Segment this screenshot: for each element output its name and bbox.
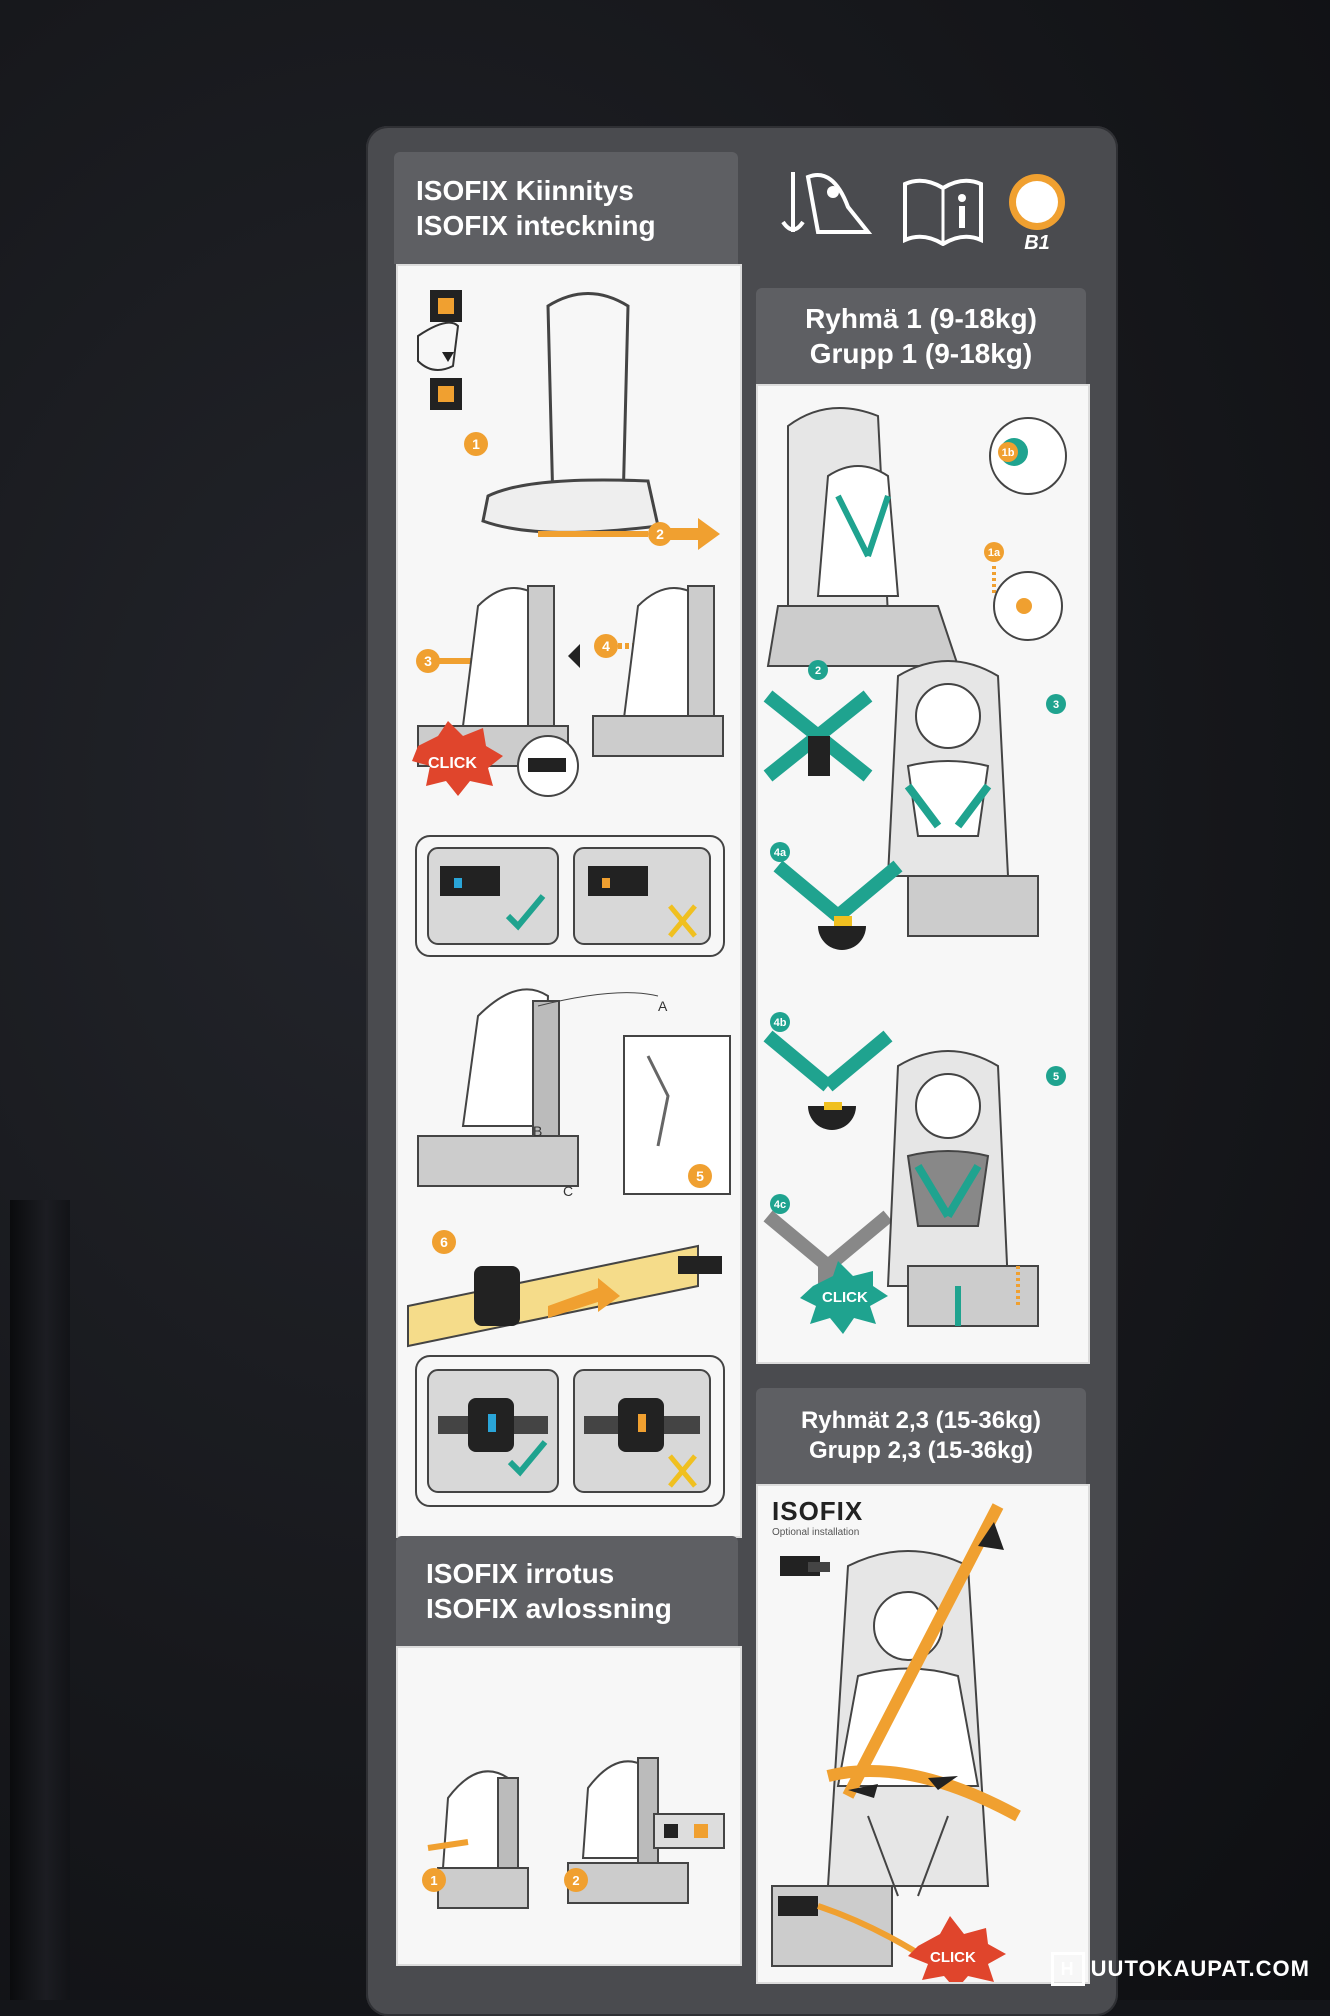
group1-title-fi: Ryhmä 1 (9-18kg) [805, 301, 1037, 336]
step-3-badge-text: 3 [1053, 699, 1059, 711]
anchor-seat-icon [778, 162, 878, 248]
seat-fold-shadow [10, 1200, 70, 2000]
watermark: H UUTOKAUPAT.COM [1051, 1952, 1310, 1986]
instruction-label: ISOFIX Kiinnitys ISOFIX inteckning [366, 126, 1118, 2016]
watermark-logo: H [1051, 1952, 1085, 1986]
group-badge-icon: B1 [1006, 174, 1068, 255]
group1-click-text: CLICK [822, 1289, 868, 1306]
release-title-sv: ISOFIX avlossning [426, 1591, 738, 1626]
isofix-attach-panel: CLICK A B C [396, 264, 742, 1538]
release-step-2-badge-text: 2 [572, 1873, 579, 1888]
step-2-badge-text: 2 [815, 665, 821, 677]
attach-illustrations: CLICK A B C [398, 266, 740, 1536]
group-badge-label: B1 [1006, 232, 1068, 255]
step-4-badge-text: 4 [602, 638, 610, 654]
group23-panel: ISOFIX Optional installation CLICK [756, 1484, 1090, 1984]
watermark-text: UUTOKAUPAT.COM [1091, 1956, 1310, 1982]
step-2-badge-text: 2 [656, 526, 664, 542]
group23-title-sv: Grupp 2,3 (15-36kg) [809, 1436, 1033, 1466]
attach-title-sv: ISOFIX inteckning [416, 208, 738, 243]
release-title-fi: ISOFIX irrotus [426, 1556, 738, 1591]
step-5-badge-text: 5 [1053, 1071, 1059, 1083]
step-4c-badge-text: 4c [774, 1199, 786, 1211]
isofix-attach-header: ISOFIX Kiinnitys ISOFIX inteckning [394, 152, 738, 264]
manual-info-icon [901, 176, 985, 246]
group1-illustrations: CLICK 1a 1b 2 3 4a 4b 4c 5 [758, 386, 1088, 1362]
step-4a-badge-text: 4a [774, 847, 787, 859]
group1-header: Ryhmä 1 (9-18kg) Grupp 1 (9-18kg) [756, 288, 1086, 384]
group23-title-fi: Ryhmät 2,3 (15-36kg) [801, 1406, 1041, 1436]
step-4b-badge-text: 4b [774, 1017, 787, 1029]
attach-click-text: CLICK [428, 755, 477, 772]
step-1-badge-text: 1 [472, 436, 480, 452]
group23-click-text: CLICK [930, 1949, 976, 1966]
release-step-1-badge-text: 1 [430, 1873, 437, 1888]
group23-header: Ryhmät 2,3 (15-36kg) Grupp 2,3 (15-36kg) [756, 1388, 1086, 1484]
attach-title-fi: ISOFIX Kiinnitys [416, 173, 738, 208]
step-3-badge-text: 3 [424, 653, 432, 669]
step-5-badge-text: 5 [696, 1168, 704, 1184]
anchor-a-label: A [658, 998, 668, 1014]
anchor-b-label: B [533, 1123, 542, 1139]
group1-title-sv: Grupp 1 (9-18kg) [810, 336, 1032, 371]
step-6-badge-text: 6 [440, 1234, 448, 1250]
group23-illustrations: CLICK [758, 1486, 1088, 1982]
group1-panel: CLICK 1a 1b 2 3 4a 4b 4c 5 [756, 384, 1090, 1364]
step-1a-badge-text: 1a [988, 547, 1001, 559]
isofix-release-header: ISOFIX irrotus ISOFIX avlossning [396, 1536, 738, 1646]
anchor-c-label: C [563, 1183, 573, 1199]
step-1b-badge-text: 1b [1002, 447, 1015, 459]
